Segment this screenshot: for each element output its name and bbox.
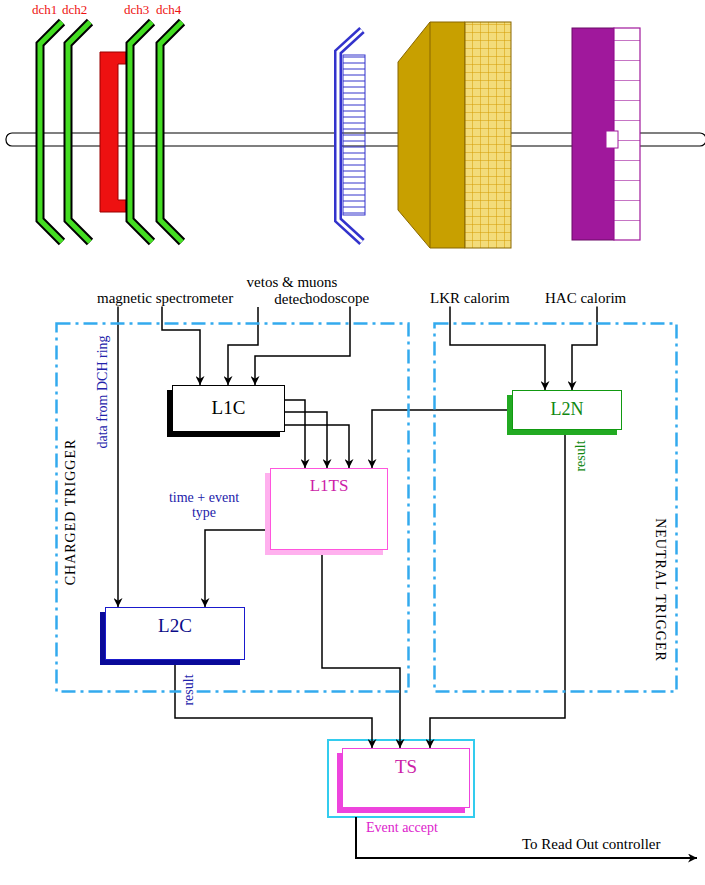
region-border bbox=[57, 324, 409, 692]
hac-beam-hole bbox=[606, 131, 618, 148]
trigger-box: TS bbox=[342, 748, 470, 808]
drift-chamber bbox=[68, 22, 90, 242]
detector-tag: dch1 bbox=[32, 3, 57, 17]
node-label: hodoscope bbox=[305, 290, 369, 307]
detector-label: HAC calorim bbox=[545, 290, 626, 307]
signal-connector bbox=[162, 307, 200, 386]
detector-label: magnetic spectrometer bbox=[97, 290, 233, 307]
detector-label: hodoscope bbox=[305, 290, 369, 307]
node-label: L1TS bbox=[310, 477, 349, 496]
connector-label: result bbox=[573, 438, 588, 473]
detector-tag: To Read Out controller bbox=[522, 836, 661, 853]
drift-chamber bbox=[130, 22, 152, 242]
trigger-box: L2N bbox=[512, 390, 622, 430]
signal-connector bbox=[322, 550, 400, 748]
connector-label: result bbox=[181, 672, 196, 707]
trigger-box: L2C bbox=[105, 607, 245, 660]
signal-connector bbox=[205, 530, 270, 607]
drift-chamber bbox=[130, 22, 152, 242]
signal-connector bbox=[228, 307, 258, 385]
drift-chamber bbox=[40, 22, 62, 242]
detector-tag: dch4 bbox=[156, 3, 181, 17]
signal-connector bbox=[285, 425, 349, 468]
node-label: magnetic spectrometer bbox=[97, 290, 233, 307]
trigger-box: L1TS bbox=[270, 468, 388, 550]
ts-frame bbox=[328, 740, 474, 817]
drift-chamber bbox=[160, 22, 182, 242]
signal-connector bbox=[117, 307, 119, 608]
drift-chamber bbox=[160, 22, 182, 242]
region-title: CHARGED TRIGGER bbox=[63, 439, 78, 586]
spectrometer-magnet bbox=[100, 52, 126, 212]
signal-connector bbox=[572, 307, 597, 391]
region-outline bbox=[433, 322, 678, 693]
detector-tag: dch2 bbox=[62, 3, 87, 17]
signal-connector bbox=[285, 400, 305, 468]
trigger-region: NEUTRAL TRIGGER L2N bbox=[433, 322, 678, 693]
lkr-edge bbox=[430, 22, 431, 248]
node-label: L2C bbox=[158, 616, 192, 637]
signal-connector bbox=[255, 307, 350, 386]
drift-chamber bbox=[68, 22, 90, 242]
node-label: L1C bbox=[212, 398, 246, 419]
connector-label: time + event type bbox=[158, 490, 250, 521]
readout-arrow bbox=[356, 817, 697, 858]
signal-connector bbox=[450, 307, 545, 391]
signal-connector bbox=[175, 660, 372, 748]
lkr-cells bbox=[465, 22, 511, 248]
drift-chamber bbox=[40, 22, 62, 242]
hodoscope-strips bbox=[343, 55, 365, 215]
trigger-box: L1C bbox=[172, 385, 285, 432]
signal-connector bbox=[430, 430, 565, 748]
lkr-calorimeter bbox=[398, 22, 465, 248]
detector-tag: dch3 bbox=[124, 3, 149, 17]
node-label: TS bbox=[395, 757, 417, 778]
signal-connector bbox=[372, 410, 512, 468]
node-label: L2N bbox=[551, 400, 584, 420]
detector-tag: Event accept bbox=[366, 820, 438, 835]
node-label: LKR calorim bbox=[430, 290, 510, 307]
region-border bbox=[435, 324, 677, 692]
region-title: NEUTRAL TRIGGER bbox=[652, 518, 667, 662]
node-label: HAC calorim bbox=[545, 290, 626, 307]
detector-label: LKR calorim bbox=[430, 290, 510, 307]
lkr-cells bbox=[465, 22, 511, 248]
signal-connector bbox=[285, 412, 327, 468]
connector-label: data from DCH ring bbox=[95, 333, 110, 450]
